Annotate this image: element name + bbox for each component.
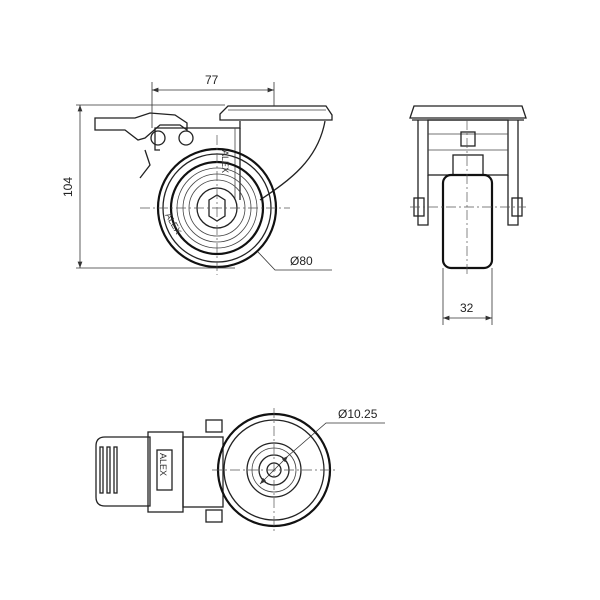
bottom-view: ALEX Ø10.25	[95, 407, 385, 532]
wheel-width-dimension: 32	[460, 301, 474, 315]
brand-logo: ALEX	[220, 150, 230, 173]
bore-diameter-dimension: Ø10.25	[338, 407, 378, 421]
side-view: ALEX ALEX 77 104 Ø80	[61, 73, 333, 275]
wheel-diameter-dimension: Ø80	[290, 254, 313, 268]
front-view: 32	[409, 105, 527, 325]
offset-dimension: 77	[205, 73, 219, 87]
height-dimension: 104	[61, 177, 75, 197]
brand-logo-bottom: ALEX	[158, 453, 168, 476]
